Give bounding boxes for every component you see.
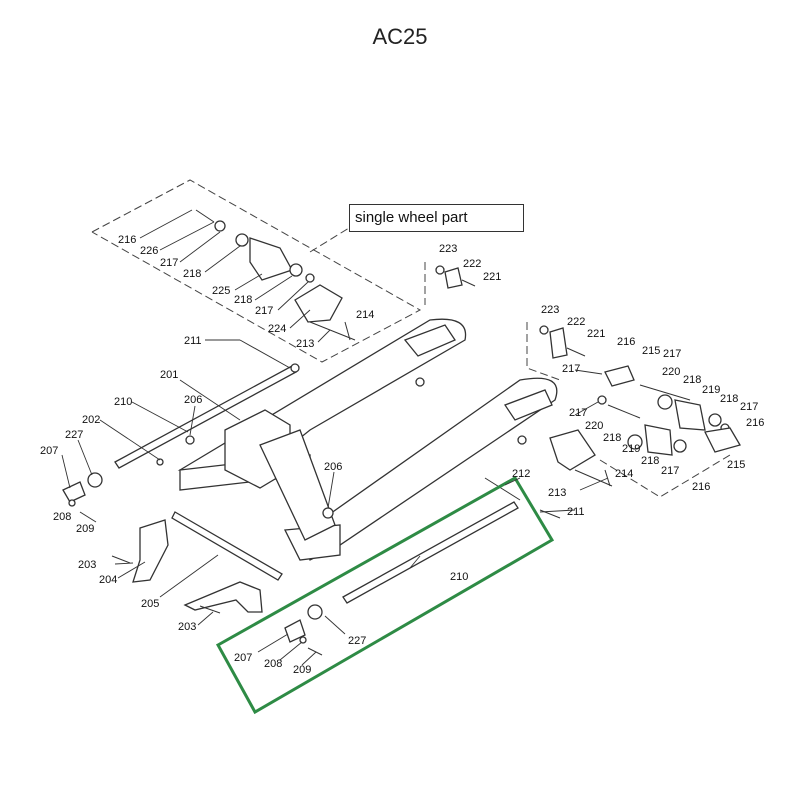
part-label: 217 — [569, 407, 587, 419]
linkage-parts — [62, 435, 323, 656]
part-label: 218 — [641, 455, 659, 467]
part-label: 217 — [663, 348, 681, 360]
part-label: 218 — [720, 393, 738, 405]
part-label: 215 — [727, 459, 745, 471]
part-label: 206 — [184, 394, 202, 406]
part-label: 216 — [692, 481, 710, 493]
rods — [114, 339, 521, 604]
part-label: 207 — [234, 652, 252, 664]
part-label: 213 — [296, 338, 314, 350]
part-label: 214 — [615, 468, 633, 480]
small-roller-right — [539, 325, 586, 359]
part-label: 209 — [76, 523, 94, 535]
part-label: 204 — [99, 574, 117, 586]
part-label: 209 — [293, 664, 311, 676]
part-label: 216 — [118, 234, 136, 246]
part-number-labels: 216 226 217 218 225 218 217 224 214 213 … — [40, 234, 764, 676]
part-label: 227 — [348, 635, 366, 647]
part-label: 217 — [661, 465, 679, 477]
part-label: 218 — [183, 268, 201, 280]
part-label: 222 — [463, 258, 481, 270]
part-label: 223 — [541, 304, 559, 316]
tandem-wheels — [539, 365, 741, 519]
part-label: 216 — [617, 336, 635, 348]
part-label: 207 — [40, 445, 58, 457]
part-label: 222 — [567, 316, 585, 328]
part-label: 215 — [642, 345, 660, 357]
part-label: 223 — [439, 243, 457, 255]
part-label: 225 — [212, 285, 230, 297]
part-label: 205 — [141, 598, 159, 610]
part-label: 211 — [184, 335, 202, 347]
part-label: 213 — [548, 487, 566, 499]
part-label: 217 — [160, 257, 178, 269]
part-label: 217 — [255, 305, 273, 317]
part-label: 219 — [622, 443, 640, 455]
part-label: 226 — [140, 245, 158, 257]
part-label: 202 — [82, 414, 100, 426]
part-label: 227 — [65, 429, 83, 441]
part-label: 206 — [324, 461, 342, 473]
part-label: 212 — [512, 468, 530, 480]
part-label: 218 — [234, 294, 252, 306]
part-label: 210 — [450, 571, 468, 583]
highlighted-rod-assembly — [215, 475, 555, 715]
part-label: 203 — [178, 621, 196, 633]
part-label: 217 — [562, 363, 580, 375]
leader-lines — [61, 209, 609, 666]
part-label: 221 — [483, 271, 501, 283]
part-label: 221 — [587, 328, 605, 340]
part-label: 219 — [702, 384, 720, 396]
single-wheel-dashed-boundary — [91, 179, 422, 363]
part-label: 201 — [160, 369, 178, 381]
single-wheel-components — [195, 209, 356, 341]
part-label: 216 — [746, 417, 764, 429]
pallet-truck-frame — [177, 318, 558, 561]
single-wheel-part-label: single wheel part — [349, 204, 524, 232]
part-label: 210 — [114, 396, 132, 408]
part-label: 224 — [268, 323, 286, 335]
part-label: 203 — [78, 559, 96, 571]
part-label: 217 — [740, 401, 758, 413]
part-label: 220 — [585, 420, 603, 432]
part-label: 208 — [53, 511, 71, 523]
part-label: 218 — [603, 432, 621, 444]
part-label: 211 — [567, 506, 585, 518]
part-label: 220 — [662, 366, 680, 378]
part-label: 214 — [356, 309, 374, 321]
part-label: 218 — [683, 374, 701, 386]
diagram-title: AC25 — [372, 24, 428, 49]
part-label: 208 — [264, 658, 282, 670]
small-roller-top — [435, 265, 476, 289]
